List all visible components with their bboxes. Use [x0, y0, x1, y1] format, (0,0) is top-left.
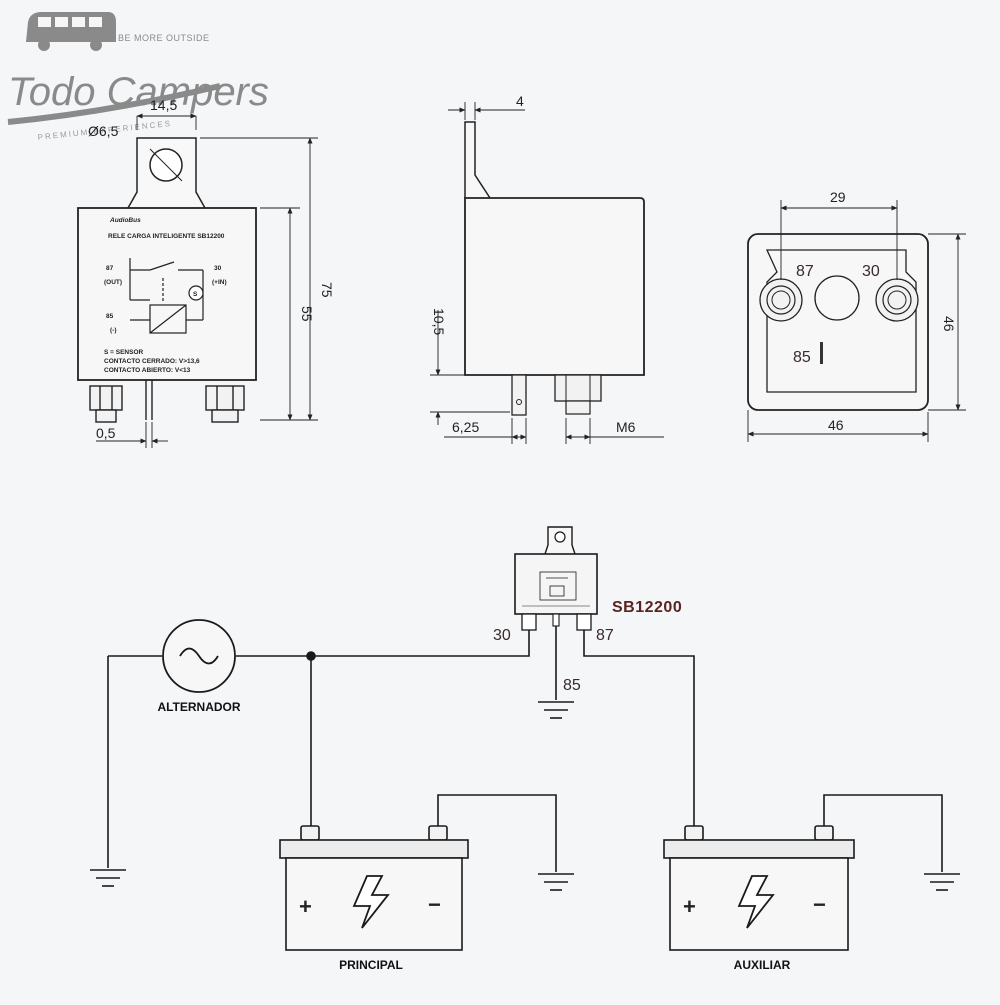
label-30-front: 30 — [214, 265, 222, 272]
note-sensor: S = SENSOR — [104, 349, 143, 356]
bottom-center-hole — [814, 275, 860, 321]
battery-auxiliar-label: AUXILIAR — [734, 958, 791, 972]
pin-87-label: 87 — [596, 627, 614, 644]
dim-tab-width: 14,5 — [150, 97, 177, 113]
junction-dot — [306, 651, 316, 661]
van-icon — [26, 12, 116, 51]
wiring-diagram — [90, 526, 960, 951]
dim-total-height: 75 — [319, 282, 335, 298]
wire-principal-ground — [437, 794, 557, 872]
bottom-label-30: 30 — [862, 263, 880, 280]
wire-alternator-to-30 — [236, 630, 530, 657]
model-label: SB12200 — [612, 599, 682, 616]
front-view-text: AudioBus RELE CARGA INTELIGENTE SB12200 … — [88, 97, 335, 441]
note-open: CONTACTO ABIERTO: V<13 — [104, 367, 191, 374]
battery-principal-label: PRINCIPAL — [339, 958, 403, 972]
relay-body-bottom — [747, 233, 929, 411]
ground-icon — [538, 701, 574, 719]
dim-pin-width: 0,5 — [96, 425, 116, 441]
bottom-terminal-85 — [820, 342, 823, 364]
todo-campers-logo: BE MORE OUTSIDE Todo Campers PREMIUM EXP… — [7, 12, 269, 142]
side-tab — [464, 121, 491, 199]
pin-30-label: 30 — [493, 627, 511, 644]
ground-icon — [90, 869, 126, 887]
dim-terminal-spacing: 29 — [830, 189, 846, 205]
battery-auxiliar — [663, 825, 855, 951]
sensor-letter: S — [193, 291, 198, 298]
relay-title: RELE CARGA INTELIGENTE SB12200 — [108, 233, 225, 240]
dim-bottom-height: 46 — [941, 316, 957, 332]
bottom-recess — [765, 249, 917, 393]
sensor-symbol — [188, 285, 204, 301]
ac-wave-icon — [179, 647, 219, 665]
battery-plus-icon: + — [299, 894, 312, 919]
note-closed: CONTACTO CERRADO: V>13,6 — [104, 358, 200, 365]
battery-principal — [279, 825, 469, 951]
ground-icon — [924, 873, 960, 891]
side-spade-terminal — [511, 374, 527, 416]
wire-auxiliar-ground — [823, 794, 943, 872]
wiring-text: SB12200 30 87 85 ALTERNADOR PRINCIPAL AU… — [157, 599, 825, 972]
dim-hole-diameter: Ø6,5 — [88, 123, 119, 139]
side-view — [430, 102, 664, 444]
dim-thread: M6 — [616, 419, 636, 435]
logo-tagline-top: BE MORE OUTSIDE — [118, 33, 210, 43]
bottom-label-85: 85 — [793, 349, 811, 366]
battery-minus-icon: − — [813, 892, 826, 917]
dim-bottom-width: 46 — [828, 417, 844, 433]
logo-swoosh — [7, 83, 221, 125]
front-terminals — [89, 380, 245, 423]
internal-schematic — [129, 258, 204, 334]
lightning-icon — [352, 875, 390, 929]
label-87-out: (OUT) — [104, 279, 122, 286]
front-view — [77, 113, 318, 448]
dim-spade-height: 10,5 — [431, 308, 447, 335]
bottom-view-text: 87 30 85 29 46 46 — [793, 189, 957, 433]
battery-plus-icon: + — [683, 894, 696, 919]
bottom-view — [747, 200, 966, 442]
side-stud-nut — [554, 374, 602, 402]
bottom-terminal-87 — [759, 278, 803, 322]
dim-body-height: 55 — [299, 306, 315, 322]
label-85-front: 85 — [106, 313, 114, 320]
bottom-label-87: 87 — [796, 263, 814, 280]
label-87-front: 87 — [106, 265, 114, 272]
dim-spade-offset: 6,25 — [452, 419, 479, 435]
bottom-terminal-30 — [875, 278, 919, 322]
side-view-text: 4 10,5 6,25 M6 — [431, 93, 636, 435]
lightning-icon — [737, 875, 775, 929]
logo-wordmark: Todo Campers — [8, 70, 269, 114]
ground-icon — [538, 873, 574, 891]
label-85-neg: (-) — [110, 327, 117, 334]
battery-minus-icon: − — [428, 892, 441, 917]
dim-tab-thickness: 4 — [516, 93, 524, 109]
wire-87-to-auxiliar — [583, 630, 695, 826]
pin-85-label: 85 — [563, 677, 581, 694]
alternator-label: ALTERNADOR — [157, 700, 240, 714]
brand-logo: AudioBus — [109, 217, 141, 224]
label-30-in: (+IN) — [212, 279, 227, 286]
relay-symbol-small — [514, 526, 598, 631]
relay-body-side — [464, 197, 645, 376]
